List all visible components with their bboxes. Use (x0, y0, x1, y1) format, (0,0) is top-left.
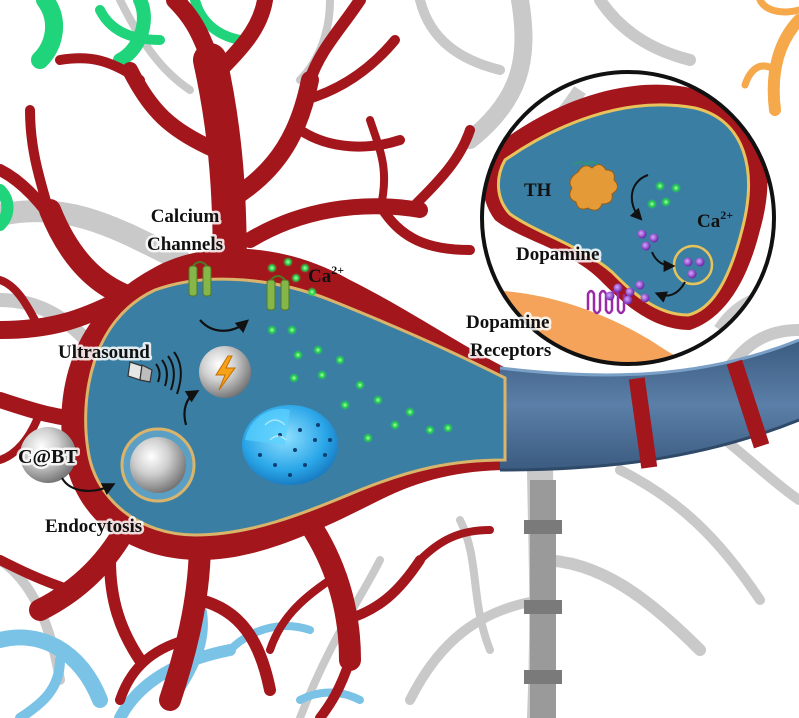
dopamine-receptors-label-line2: Receptors (470, 340, 551, 361)
nucleus-icon (242, 405, 338, 485)
svg-text:Channels: Channels (147, 234, 223, 255)
axon (499, 338, 799, 472)
cabt-nanoparticle (20, 427, 76, 483)
endocytosis-label: Endocytosis (45, 516, 142, 537)
dopamine-receptors-label: Dopamine (466, 312, 549, 333)
cabt-label: C@BT (18, 446, 78, 468)
cabt-uptake-arrow (61, 477, 116, 496)
dopamine-molecules (605, 229, 705, 305)
orange-dendrite (741, 0, 799, 116)
channel-flow-arrow (199, 319, 250, 334)
svg-text:C@BT: C@BT (18, 446, 78, 468)
svg-text:Receptors: Receptors (470, 340, 551, 361)
ultrasound-transducer-icon (127, 351, 182, 395)
lightning-bolt-icon (215, 355, 236, 391)
svg-text:Endocytosis: Endocytosis (45, 516, 142, 537)
ultrasound-label: Ultrasound (58, 342, 150, 363)
text-labels: Calcium Calcium Channels Channels Ca2+ U… (16, 180, 734, 540)
calcium-channel-left (188, 261, 212, 297)
activated-nanoparticle (199, 346, 251, 398)
vesicle-to-activation-arrow (183, 389, 200, 426)
background-axon (524, 480, 562, 718)
svg-text:Calcium: Calcium (151, 206, 220, 227)
calcium-channels-label-line2: Channels (147, 234, 223, 255)
th-label: TH (524, 180, 552, 201)
receptor-coil-icon (586, 289, 626, 315)
sphere-icon (130, 437, 186, 493)
endocytosis-vesicle (120, 427, 196, 503)
calcium-channel-icon (188, 261, 212, 297)
th-enzyme-icon (569, 161, 618, 211)
sphere-icon (20, 427, 76, 483)
process-arrows (61, 319, 250, 496)
calcium-ion-label: Ca2+ (308, 263, 344, 287)
svg-text:Dopamine: Dopamine (516, 244, 599, 265)
synapse-inset (480, 70, 776, 366)
inset-calcium-ion-label: Ca2+ (697, 208, 733, 232)
calcium-channels-label: Calcium (151, 206, 220, 227)
calcium-channel-icon (266, 275, 290, 311)
calcium-channel-right (266, 275, 290, 311)
green-dendrite (0, 0, 245, 231)
svg-text:Ultrasound: Ultrasound (58, 342, 150, 363)
svg-text:Dopamine: Dopamine (466, 312, 549, 333)
dopamine-label: Dopamine (516, 244, 599, 265)
light-blue-dendrite (0, 596, 364, 718)
calcium-ions (267, 257, 453, 443)
